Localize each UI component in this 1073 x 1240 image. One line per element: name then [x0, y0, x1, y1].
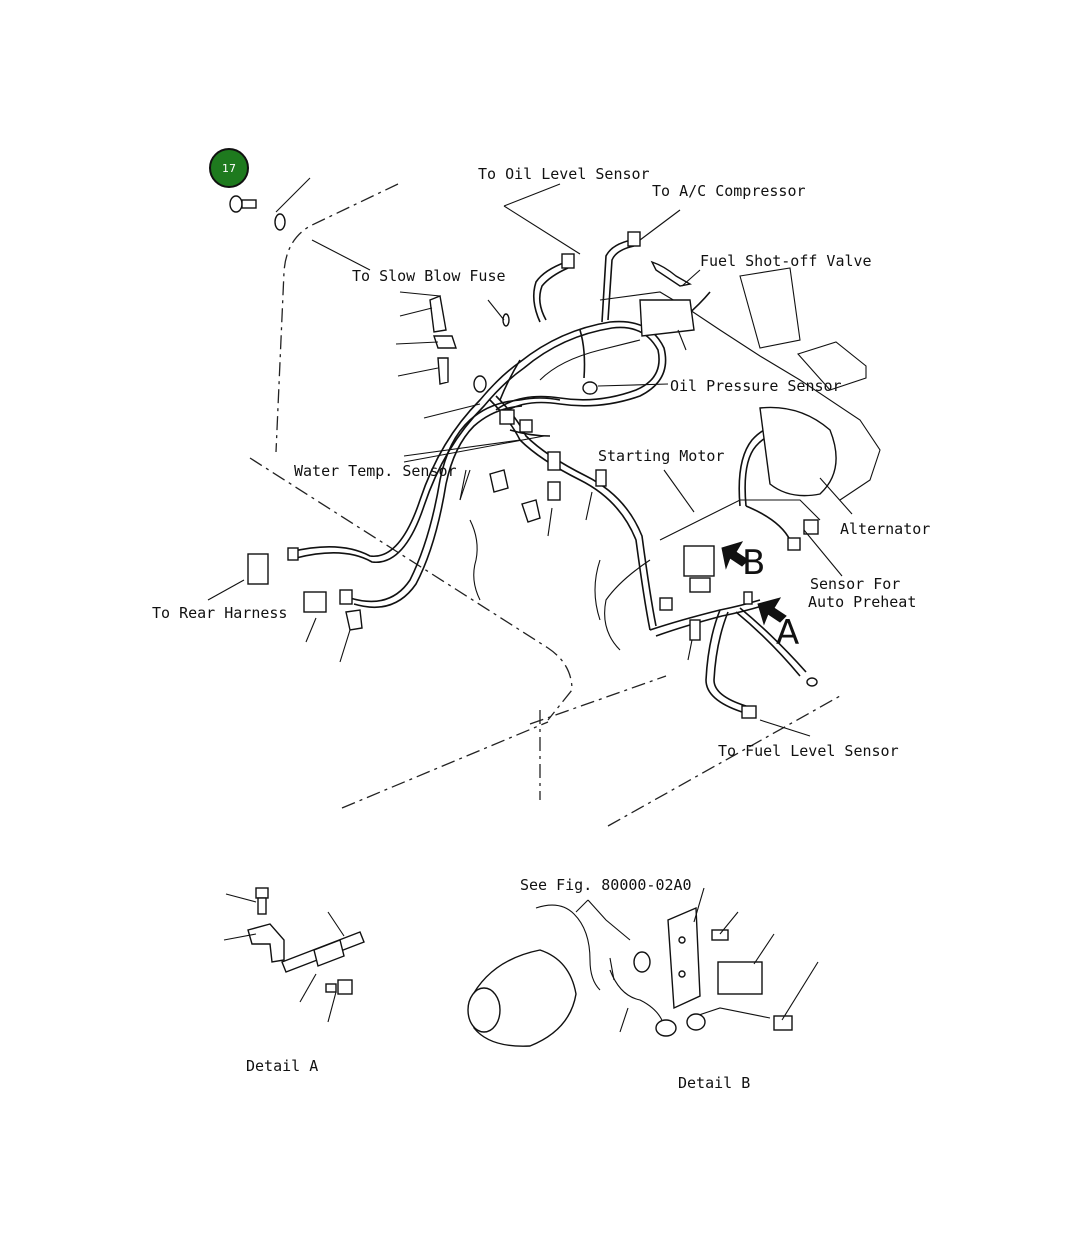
fuel-shutoff-valve [639, 299, 695, 337]
label-oil-level-sensor: To Oil Level Sensor [478, 165, 650, 183]
view-letter-b: B [742, 543, 766, 583]
label-detail-b: Detail B [678, 1074, 751, 1092]
alternator-body [759, 406, 837, 497]
label-detail-a: Detail A [246, 1057, 319, 1075]
arrow-b [721, 541, 749, 570]
ac-compressor-connector [627, 231, 641, 247]
fuel-level-connector [741, 705, 757, 719]
oil-level-connector [561, 253, 575, 269]
leader-lines [207, 177, 853, 737]
detail-b-drawing [467, 887, 819, 1047]
label-sensor-auto-preheat-line2: Auto Preheat [808, 593, 917, 611]
callout-badge-17[interactable]: 17 [209, 148, 249, 188]
label-rear-harness: To Rear Harness [152, 604, 288, 622]
view-letter-a: A [776, 613, 800, 653]
parts [247, 231, 837, 719]
relay-b [717, 961, 763, 995]
view-arrows [721, 541, 787, 626]
label-alternator: Alternator [840, 520, 931, 538]
label-fuel-shutoff-valve: Fuel Shot-off Valve [700, 252, 872, 270]
label-see-fig: See Fig. 80000-02A0 [520, 876, 692, 894]
water-temp-sensor-body [303, 591, 327, 613]
label-fuel-level-sensor: To Fuel Level Sensor [718, 742, 899, 760]
frame-outline [249, 183, 841, 827]
label-oil-pressure-sensor: Oil Pressure Sensor [670, 377, 842, 395]
label-slow-blow-fuse: To Slow Blow Fuse [352, 267, 506, 285]
rear-harness-connector [247, 553, 269, 585]
label-sensor-auto-preheat-line1: Sensor For [810, 575, 901, 593]
arrow-a [757, 597, 787, 626]
harness-wires [289, 239, 807, 713]
preheat-relay [683, 545, 715, 577]
oil-pressure-sensor [582, 381, 598, 395]
detail-a-drawing [223, 887, 365, 1023]
label-water-temp-sensor: Water Temp. Sensor [294, 462, 457, 480]
label-ac-compressor: To A/C Compressor [652, 182, 806, 200]
item-17-parts [229, 195, 286, 231]
label-starting-motor: Starting Motor [598, 447, 725, 465]
